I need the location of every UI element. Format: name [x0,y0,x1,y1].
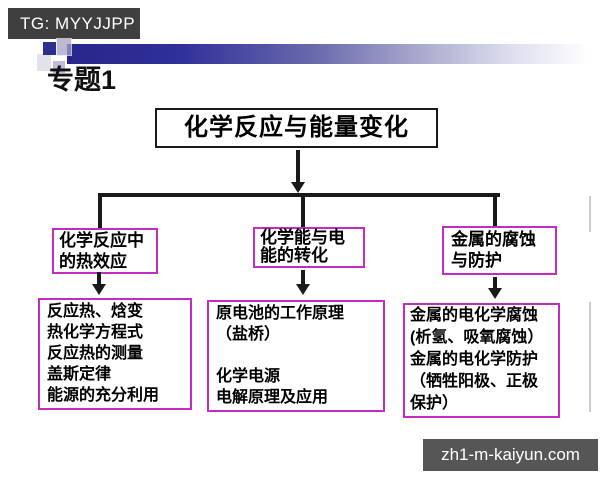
page-title: 专题1 [47,65,117,95]
connector-root-stem [296,150,300,183]
branch-node-thermal-effect: 化学反应中 的热效应 [52,228,158,274]
connector-drop-middle [301,193,305,229]
detail-node-thermal-effect: 反应热、焓变 热化学方程式 反应热的测量 盖斯定律 能源的充分利用 [38,298,192,410]
deco-square-lavender [56,38,72,56]
connector-drop-right [493,193,497,228]
deco-square-small [53,61,65,73]
connector-stem-left [97,272,101,285]
detail-node-metal-corrosion: 金属的电化学腐蚀 (析氢、吸氧腐蚀） 金属的电化学防护 （牺牲阳极、正极 保护） [403,303,560,418]
arrow-down-icon [291,182,305,193]
connector-stem-right [493,277,497,289]
connector-stem-middle [301,270,305,285]
connector-horizontal-line [98,193,500,197]
bottom-watermark-badge: zh1-m-kaiyun.com [423,439,598,471]
arrow-down-icon [488,288,502,299]
branch-node-energy-conversion: 化学能与电 能的转化 [253,227,365,268]
deco-square-dark [43,42,56,55]
top-watermark-badge: TG: MYYJJPP [8,8,140,39]
slide-edge-artifact [589,196,591,232]
header-gradient-bar [67,44,585,64]
arrow-down-icon [296,284,310,295]
slide-edge-artifact [589,302,591,412]
connector-drop-left [98,193,102,230]
flowchart-root-node: 化学反应与能量变化 [155,108,438,148]
branch-node-metal-corrosion: 金属的腐蚀 与防护 [442,226,557,275]
arrow-down-icon [92,284,106,295]
detail-node-energy-conversion: 原电池的工作原理 （盐桥） 化学电源 电解原理及应用 [207,300,385,412]
